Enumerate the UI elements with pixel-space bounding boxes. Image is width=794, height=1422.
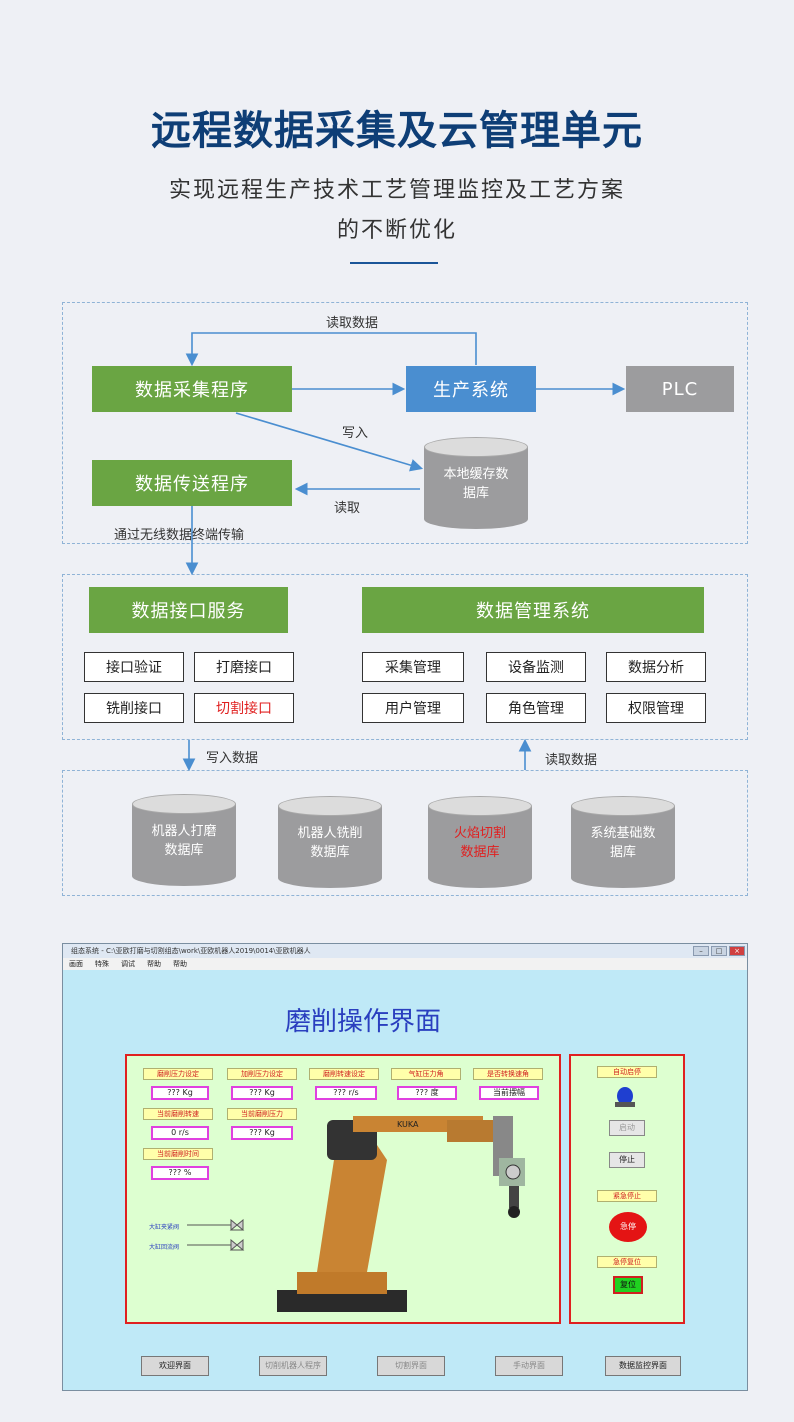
robot-arm-icon: KUKA bbox=[277, 1116, 525, 1312]
db-robot-grinding: 机器人打磨数据库 bbox=[132, 794, 236, 886]
menu-item[interactable]: 画面 bbox=[69, 960, 83, 968]
param-value[interactable]: ??? % bbox=[151, 1166, 209, 1180]
label-read-data-top: 读取数据 bbox=[326, 316, 379, 331]
nav-data-monitor-button[interactable]: 数据监控界面 bbox=[605, 1356, 681, 1376]
page-title: 远程数据采集及云管理单元 bbox=[151, 108, 643, 154]
start-button[interactable]: 启动 bbox=[609, 1120, 645, 1136]
local-cache-db: 本地缓存数据库 bbox=[424, 437, 528, 529]
item-grinding-interface: 打磨接口 bbox=[194, 652, 294, 682]
menu-item[interactable]: 特殊 bbox=[95, 960, 109, 968]
param-tag: 是否转换速角 bbox=[473, 1068, 543, 1080]
label-read-data-bottom: 读取数据 bbox=[545, 753, 598, 768]
group-cloud-service bbox=[62, 574, 748, 740]
stop-button[interactable]: 停止 bbox=[609, 1152, 645, 1168]
nav-welcome-button[interactable]: 欢迎界面 bbox=[141, 1356, 209, 1376]
item-data-analysis: 数据分析 bbox=[606, 652, 706, 682]
item-collect-mgmt: 采集管理 bbox=[362, 652, 464, 682]
subtitle-line1: 实现远程生产技术工艺管理监控及工艺方案 bbox=[168, 178, 625, 203]
collect-program-box: 数据采集程序 bbox=[92, 366, 292, 412]
menu-item[interactable]: 调试 bbox=[121, 960, 135, 968]
maximize-icon[interactable]: □ bbox=[711, 946, 727, 956]
production-system-box: 生产系统 bbox=[406, 366, 536, 412]
param-tag: 气缸压力角 bbox=[391, 1068, 461, 1080]
db-flame-cutting: 火焰切割数据库 bbox=[428, 796, 532, 888]
param-tag: 加削压力设定 bbox=[227, 1068, 297, 1080]
arrow-write-cache bbox=[235, 412, 424, 472]
param-value[interactable]: ??? 度 bbox=[397, 1086, 457, 1100]
param-tag: 当前磨削转速 bbox=[143, 1108, 213, 1120]
param-tag: 磨削转速设定 bbox=[309, 1068, 379, 1080]
hmi-screen-title: 磨削操作界面 bbox=[284, 1007, 441, 1037]
param-value[interactable]: ??? r/s bbox=[315, 1086, 377, 1100]
param-value[interactable]: 0 r/s bbox=[151, 1126, 209, 1140]
hmi-titlebar: 组态系统 - C:\亚欧打磨与切割组态\work\亚欧机器人2019\0014\… bbox=[63, 944, 747, 958]
db-system-base: 系统基础数据库 bbox=[571, 796, 675, 888]
db-robot-milling: 机器人铣削数据库 bbox=[278, 796, 382, 888]
title-underline bbox=[350, 262, 438, 264]
menu-item[interactable]: 帮助 bbox=[147, 960, 161, 968]
nav-manual-button[interactable]: 手动界面 bbox=[495, 1356, 563, 1376]
item-interface-verify: 接口验证 bbox=[84, 652, 184, 682]
estop-button[interactable]: 急停 bbox=[609, 1212, 647, 1242]
estop-label: 紧急停止 bbox=[597, 1190, 657, 1202]
auto-label: 自动启停 bbox=[597, 1066, 657, 1078]
valve-icon[interactable] bbox=[187, 1216, 257, 1256]
param-value[interactable]: ??? Kg bbox=[231, 1126, 293, 1140]
arrow-read-data-top bbox=[185, 332, 477, 367]
label-read: 读取 bbox=[334, 501, 361, 516]
minimize-icon[interactable]: – bbox=[693, 946, 709, 956]
label-write: 写入 bbox=[342, 426, 369, 441]
hmi-main-panel: 磨削压力设定 ??? Kg 加削压力设定 ??? Kg 磨削转速设定 ??? r… bbox=[125, 1054, 561, 1324]
hmi-menubar: 画面 特殊 调试 帮助 帮助 bbox=[63, 958, 747, 970]
param-tag: 当前磨削压力 bbox=[227, 1108, 297, 1120]
item-device-monitor: 设备监测 bbox=[486, 652, 586, 682]
item-cutting-interface: 切割接口 bbox=[194, 693, 294, 723]
group-local bbox=[62, 302, 748, 544]
nav-milling-button[interactable]: 切削机器人程序 bbox=[259, 1356, 327, 1376]
label-write-data: 写入数据 bbox=[206, 751, 259, 766]
param-tag: 当前磨削时间 bbox=[143, 1148, 213, 1160]
plc-box: PLC bbox=[626, 366, 734, 412]
subtitle-line2: 的不断优化 bbox=[336, 218, 457, 243]
group-databases bbox=[62, 770, 748, 896]
item-role-mgmt: 角色管理 bbox=[486, 693, 586, 723]
label-wireless: 通过无线数据终端传输 bbox=[114, 528, 245, 543]
hmi-control-panel: 自动启停 启动 停止 紧急停止 急停 急停复位 复位 bbox=[569, 1054, 685, 1324]
nav-cutting-button[interactable]: 切割界面 bbox=[377, 1356, 445, 1376]
param-value[interactable]: ??? Kg bbox=[231, 1086, 293, 1100]
hmi-screenshot: 组态系统 - C:\亚欧打磨与切割组态\work\亚欧机器人2019\0014\… bbox=[62, 943, 748, 1391]
param-value[interactable]: ??? Kg bbox=[151, 1086, 209, 1100]
param-tag: 磨削压力设定 bbox=[143, 1068, 213, 1080]
valve-label: 大缸夹紧阀 bbox=[149, 1224, 180, 1231]
beacon-icon bbox=[615, 1087, 635, 1107]
reset-button[interactable]: 复位 bbox=[613, 1276, 643, 1294]
data-mgmt-box: 数据管理系统 bbox=[362, 587, 704, 633]
param-value[interactable]: 当前摆幅 bbox=[479, 1086, 539, 1100]
menu-item[interactable]: 帮助 bbox=[173, 960, 187, 968]
reset-label: 急停复位 bbox=[597, 1256, 657, 1268]
item-permission-mgmt: 权限管理 bbox=[606, 693, 706, 723]
interface-service-box: 数据接口服务 bbox=[89, 587, 288, 633]
valve-label: 大缸回流阀 bbox=[149, 1244, 180, 1251]
item-milling-interface: 铣削接口 bbox=[84, 693, 184, 723]
item-user-mgmt: 用户管理 bbox=[362, 693, 464, 723]
close-icon[interactable]: × bbox=[729, 946, 745, 956]
transfer-program-box: 数据传送程序 bbox=[92, 460, 292, 506]
robot-brand-text: KUKA bbox=[397, 1120, 419, 1129]
